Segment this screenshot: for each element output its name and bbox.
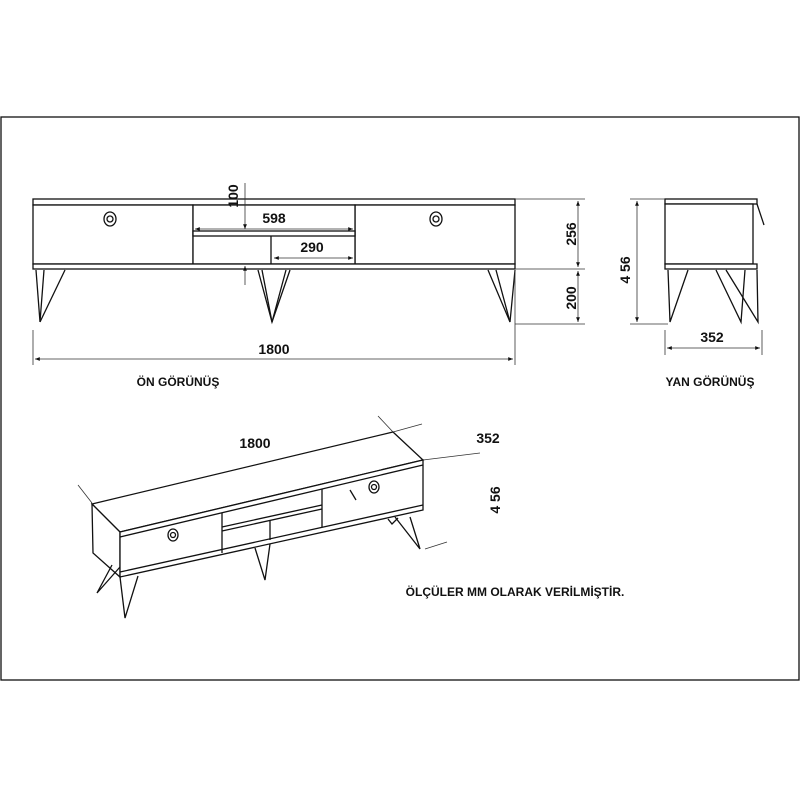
shelf: [192, 230, 356, 237]
side-view-caption: YAN GÖRÜNÜŞ: [666, 374, 755, 389]
dim-100: 100: [225, 184, 241, 208]
iso-view: 1800 352 4 56: [77, 415, 503, 619]
right-door: [354, 204, 516, 265]
hairpin-leg: [254, 543, 271, 581]
top-board: [32, 198, 516, 206]
drawing-frame: [0, 116, 800, 681]
left-door: [32, 204, 194, 265]
bottom-board: [32, 263, 516, 270]
front-view-caption: ÖN GÖRÜNÜŞ: [137, 374, 220, 389]
front-face: [119, 459, 424, 578]
side-view: 4 56 352 YAN GÖRÜNÜŞ: [617, 198, 765, 389]
dim-352: 352: [700, 329, 724, 345]
knob-icon: [368, 480, 380, 494]
dim-456: 4 56: [617, 256, 633, 283]
iso-dim-1800: 1800: [239, 435, 270, 451]
iso-dim-352: 352: [476, 430, 500, 446]
hairpin-leg: [35, 269, 66, 323]
knob-icon: [167, 528, 179, 542]
hairpin-leg: [394, 516, 421, 550]
units-note: ÖLÇÜLER MM OLARAK VERİLMİŞTİR.: [406, 584, 625, 599]
knob-icon: [429, 211, 443, 227]
dim-1800: 1800: [258, 341, 289, 357]
hairpin-leg: [257, 269, 291, 325]
iso-dim-456: 4 56: [487, 486, 503, 513]
dim-256: 256: [563, 222, 579, 246]
knob-icon: [103, 211, 117, 227]
hairpin-leg: [96, 564, 121, 594]
hairpin-leg: [487, 269, 516, 323]
hairpin-leg: [119, 575, 139, 619]
dim-200: 200: [563, 286, 579, 310]
dim-290: 290: [300, 239, 324, 255]
dim-598: 598: [262, 210, 286, 226]
front-view: 1800 256 200 598 290 100 ÖN GÖRÜNÜŞ: [32, 183, 585, 389]
